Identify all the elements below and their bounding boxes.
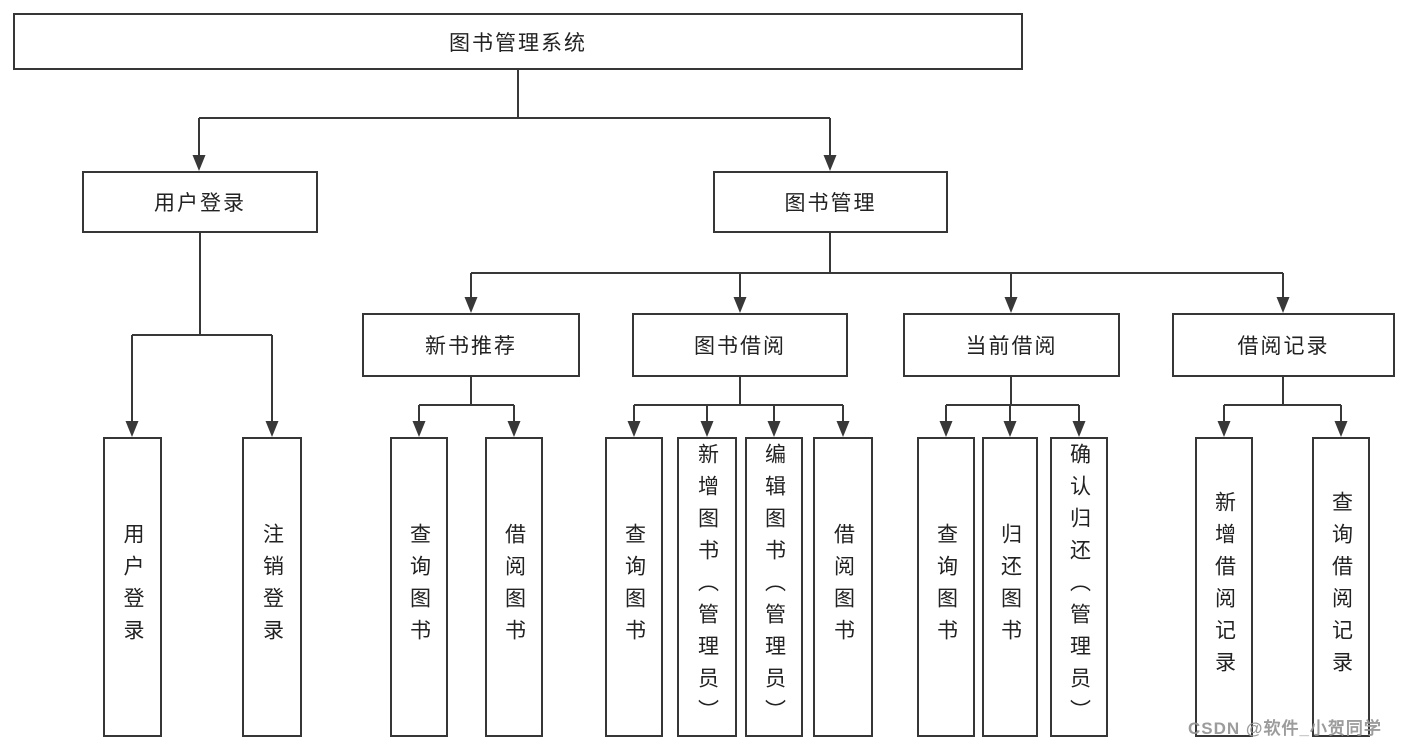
node-user-login-branch: 用户登录 — [82, 171, 318, 233]
node-borrowing-records: 借阅记录 — [1172, 313, 1395, 377]
leaf-return-books: 归还图书 — [982, 437, 1038, 737]
leaf-borrow-books-recommend: 借阅图书 — [485, 437, 543, 737]
leaf-confirm-return-admin: 确认归还（管理员） — [1050, 437, 1108, 737]
leaf-logout: 注销登录 — [242, 437, 302, 737]
leaf-borrow-books: 借阅图书 — [813, 437, 873, 737]
node-new-book-recommend: 新书推荐 — [362, 313, 580, 377]
connector-segments — [131, 70, 1342, 421]
node-current-borrowing: 当前借阅 — [903, 313, 1120, 377]
leaf-add-books-admin: 新增图书（管理员） — [677, 437, 737, 737]
leaf-query-books-current: 查询图书 — [917, 437, 975, 737]
leaf-query-books-recommend: 查询图书 — [390, 437, 448, 737]
leaf-edit-books-admin: 编辑图书（管理员） — [745, 437, 803, 737]
leaf-add-borrow-record: 新增借阅记录 — [1195, 437, 1253, 737]
leaf-user-login: 用户登录 — [103, 437, 162, 737]
leaf-query-books-borrow: 查询图书 — [605, 437, 663, 737]
csdn-watermark: CSDN @软件_小贺同学 — [1188, 719, 1382, 738]
node-book-management: 图书管理 — [713, 171, 948, 233]
node-book-borrowing: 图书借阅 — [632, 313, 848, 377]
arrowheads — [125, 155, 1348, 437]
node-root-system: 图书管理系统 — [13, 13, 1023, 70]
leaf-query-borrow-record: 查询借阅记录 — [1312, 437, 1370, 737]
